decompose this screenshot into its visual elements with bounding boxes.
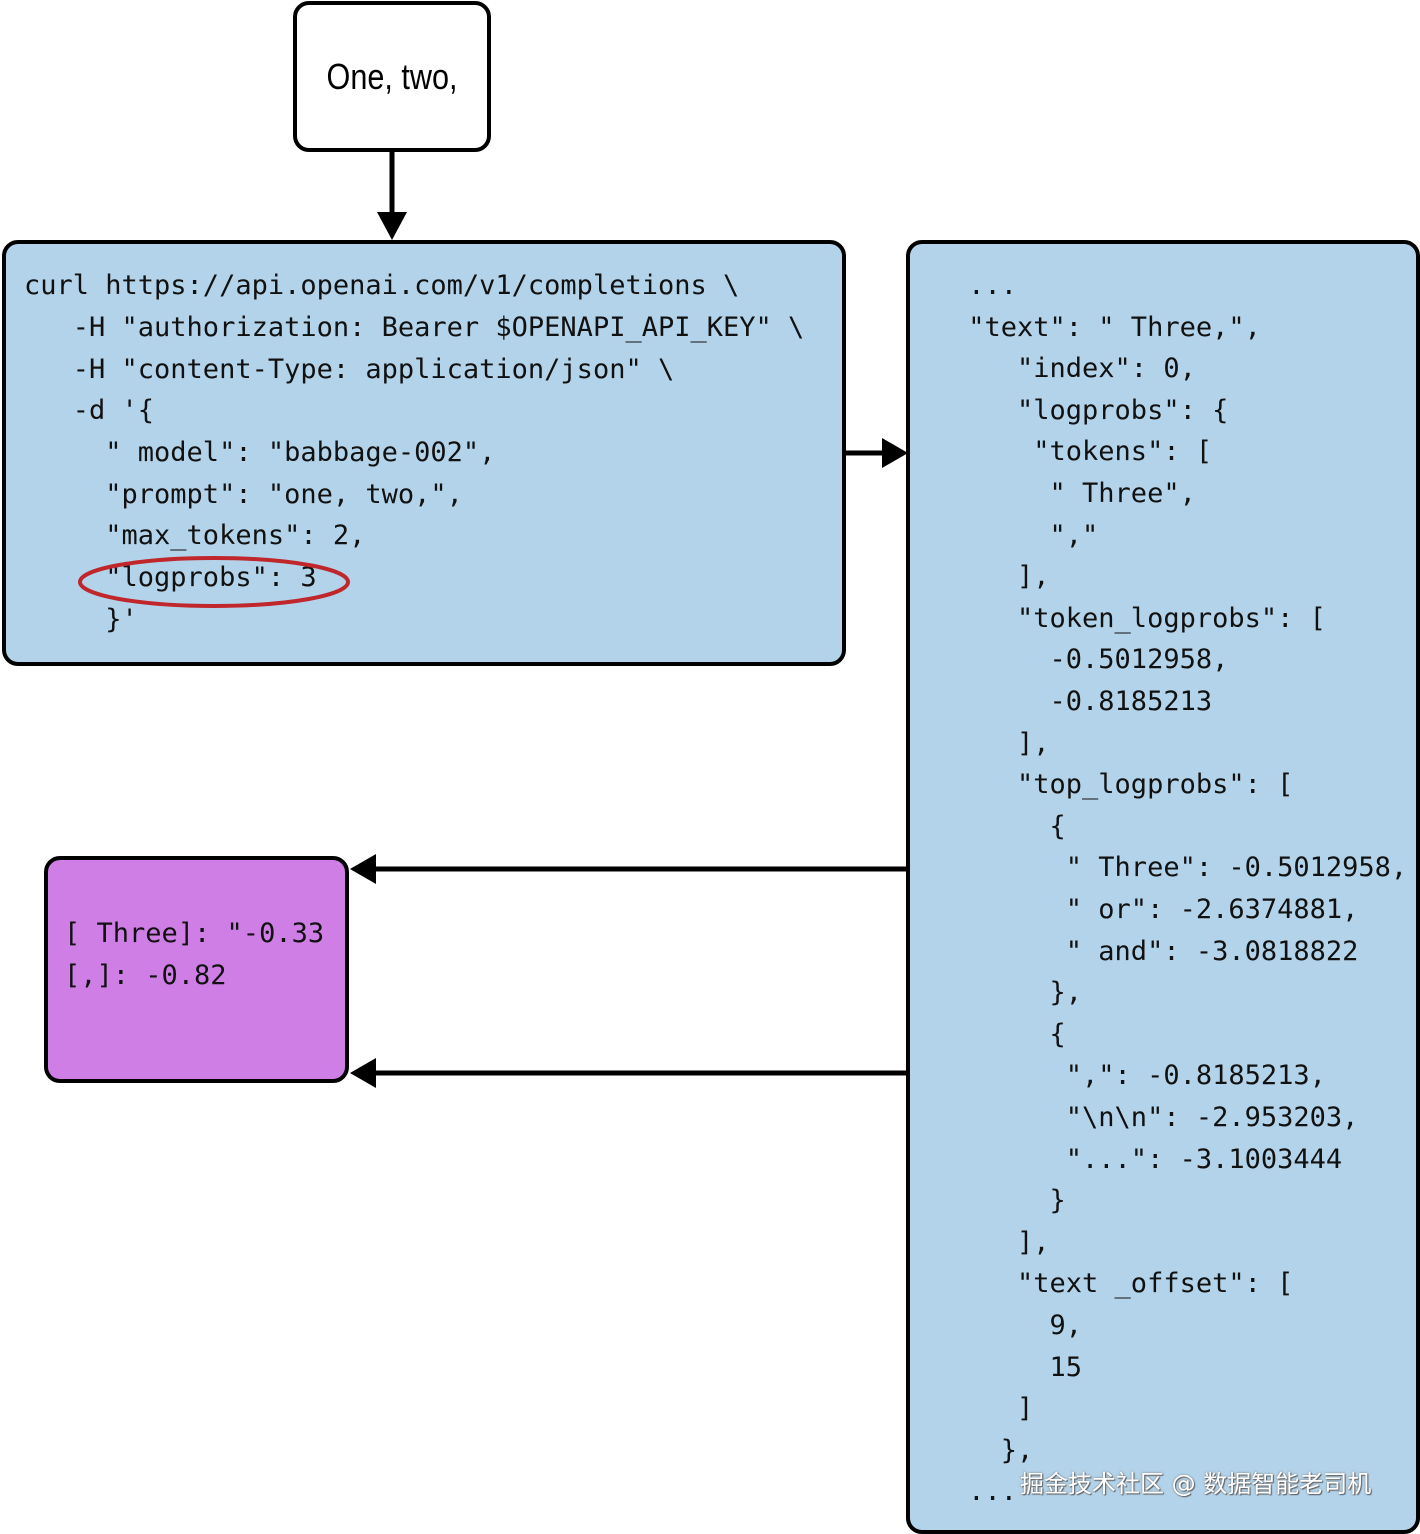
response-line: "top_logprobs": [: [952, 769, 1294, 801]
request-line: curl https://api.openai.com/v1/completio…: [24, 270, 740, 301]
summary-line-comma: [,]: -0.82: [64, 960, 227, 991]
request-line: -d '{: [24, 395, 155, 426]
response-line: 9,: [952, 1310, 1083, 1341]
response-line: "tokens": [: [952, 436, 1213, 468]
watermark: 掘金技术社区 @ 数据智能老司机: [1020, 1470, 1372, 1498]
request-line: -H "content-Type: application/json" \: [24, 354, 675, 385]
request-line: " model": "babbage-002",: [24, 437, 496, 468]
response-line: ...: [952, 270, 1018, 301]
response-line: ...: [952, 1476, 1018, 1508]
response-line: "index": 0,: [952, 353, 1196, 385]
response-line: "...": -3.1003444: [952, 1143, 1343, 1175]
response-line: {: [952, 810, 1066, 842]
request-line: "max_tokens": 2,: [24, 520, 366, 551]
response-code: ... "text": " Three,", "index": 0, "logp…: [952, 270, 1412, 1520]
response-line: " and": -3.0818822: [952, 935, 1359, 967]
summary-line-three: [ Three]: "-0.33: [64, 918, 325, 949]
response-line: " or": -2.6374881,: [952, 894, 1359, 925]
response-line: -0.5012958,: [952, 644, 1229, 676]
response-line: "\n\n": -2.953203,: [952, 1102, 1359, 1133]
response-line: ",": [952, 519, 1099, 551]
response-line: "token_logprobs": [: [952, 602, 1326, 634]
summary-code: [ Three]: "-0.33 [,]: -0.82: [64, 918, 344, 1018]
response-line: "text": " Three,",: [952, 311, 1261, 343]
response-line: "logprobs": {: [952, 394, 1229, 426]
request-code: curl https://api.openai.com/v1/completio…: [24, 270, 834, 650]
logprobs-highlight-ellipse: [78, 556, 350, 608]
request-line: -H "authorization: Bearer $OPENAPI_API_K…: [24, 312, 805, 343]
response-line: " Three": -0.5012958,: [952, 852, 1408, 884]
arrow-request-to-response-head: [882, 438, 908, 468]
request-line: }': [24, 604, 138, 635]
response-line: ],: [952, 727, 1050, 759]
request-code-box: [2, 240, 846, 666]
response-line: ],: [952, 1226, 1050, 1258]
request-line: "prompt": "one, two,",: [24, 479, 463, 510]
response-line: " Three",: [952, 478, 1196, 509]
request-line-logprobs: "logprobs": 3: [24, 562, 317, 593]
response-line: ",": -0.8185213,: [952, 1060, 1326, 1092]
response-line: -0.8185213: [952, 686, 1213, 717]
response-line: }: [952, 1185, 1066, 1217]
input-prompt-text: One, two,: [326, 55, 458, 97]
arrow-comma-to-summary-head: [350, 1058, 376, 1088]
response-line: },: [952, 1434, 1034, 1466]
arrow-input-to-request-head: [377, 212, 407, 240]
summary-box: [44, 856, 349, 1083]
response-line: ]: [952, 1393, 1034, 1425]
response-line: ],: [952, 561, 1050, 593]
input-prompt-box: One, two,: [293, 1, 491, 152]
response-line: },: [952, 977, 1083, 1009]
response-code-box: [906, 240, 1420, 1534]
response-line: 15: [952, 1351, 1083, 1383]
arrow-three-to-summary-head: [350, 854, 376, 884]
response-line: {: [952, 1018, 1066, 1050]
response-line: "text _offset": [: [952, 1268, 1294, 1300]
